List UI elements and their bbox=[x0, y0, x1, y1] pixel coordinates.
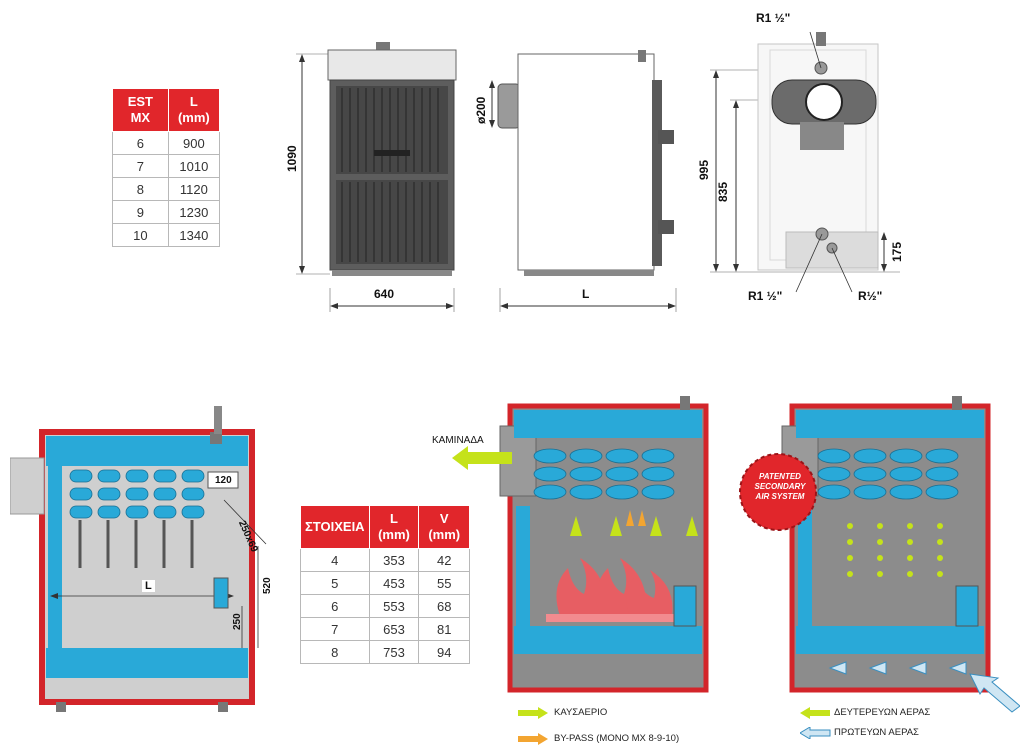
legend-bypass: BY-PASS (ΜΟΝΟ MX 8-9-10) bbox=[554, 733, 680, 744]
cutaway-flue-drawing bbox=[452, 396, 709, 693]
dim-front-width: 640 bbox=[374, 287, 395, 301]
section-dim-250: 250 bbox=[232, 613, 243, 630]
dim-flue-diameter: ø200 bbox=[474, 96, 488, 124]
badge-line-2: SECONDARY bbox=[754, 482, 806, 491]
volume-header: V (mm) bbox=[418, 505, 470, 549]
legend-bypass-arrow-icon bbox=[518, 733, 548, 745]
section-dim-520: 520 bbox=[262, 577, 273, 594]
legend-primary-air: ΠΡΩΤΕΥΩΝ ΑΕΡΑΣ bbox=[834, 727, 919, 738]
legend-secondary-air-arrow-icon bbox=[800, 707, 830, 719]
dim-rear-height-995: 995 bbox=[697, 159, 711, 180]
section-drawing bbox=[10, 406, 267, 712]
dim-rear-bottom-left: R1 ½" bbox=[748, 289, 783, 303]
length-header: L (mm) bbox=[368, 505, 420, 549]
dim-rear-top-connection: R1 ½" bbox=[756, 11, 791, 25]
elements-header: ΣΤΟΙΧΕΙΑ bbox=[300, 505, 370, 549]
legend-secondary-air: ΔΕΥΤΕΡΕΥΩΝ ΑΕΡΑΣ bbox=[834, 707, 931, 718]
length-header: L (mm) bbox=[167, 88, 221, 132]
legend-primary-air-arrow-icon bbox=[800, 727, 831, 739]
badge-line-3: AIR SYSTEM bbox=[755, 492, 805, 501]
badge-line-1: PATENTED bbox=[759, 472, 801, 481]
dim-rear-height-175: 175 bbox=[890, 241, 904, 262]
rear-view-drawing bbox=[710, 31, 900, 293]
dim-rear-height-835: 835 bbox=[716, 181, 730, 202]
front-view-drawing bbox=[296, 42, 457, 312]
legend-flue-gas: ΚΑΥΣΑΕΡΙΟ bbox=[554, 707, 608, 718]
est-mx-header: EST MX bbox=[112, 88, 169, 132]
cutaway-air-drawing bbox=[739, 396, 1020, 713]
section-box-120: 120 bbox=[215, 475, 232, 486]
side-view-drawing bbox=[489, 50, 677, 312]
chimney-label: ΚΑΜΙΝΑΔΑ bbox=[432, 435, 484, 446]
dim-side-length: L bbox=[582, 287, 590, 301]
legend-flue-arrow-icon bbox=[518, 707, 548, 719]
patented-badge: PATENTED SECONDARY AIR SYSTEM bbox=[742, 472, 818, 502]
dim-front-height: 1090 bbox=[285, 145, 299, 172]
dim-rear-bottom-right: R½" bbox=[858, 289, 883, 303]
section-length-label: L bbox=[142, 580, 155, 592]
